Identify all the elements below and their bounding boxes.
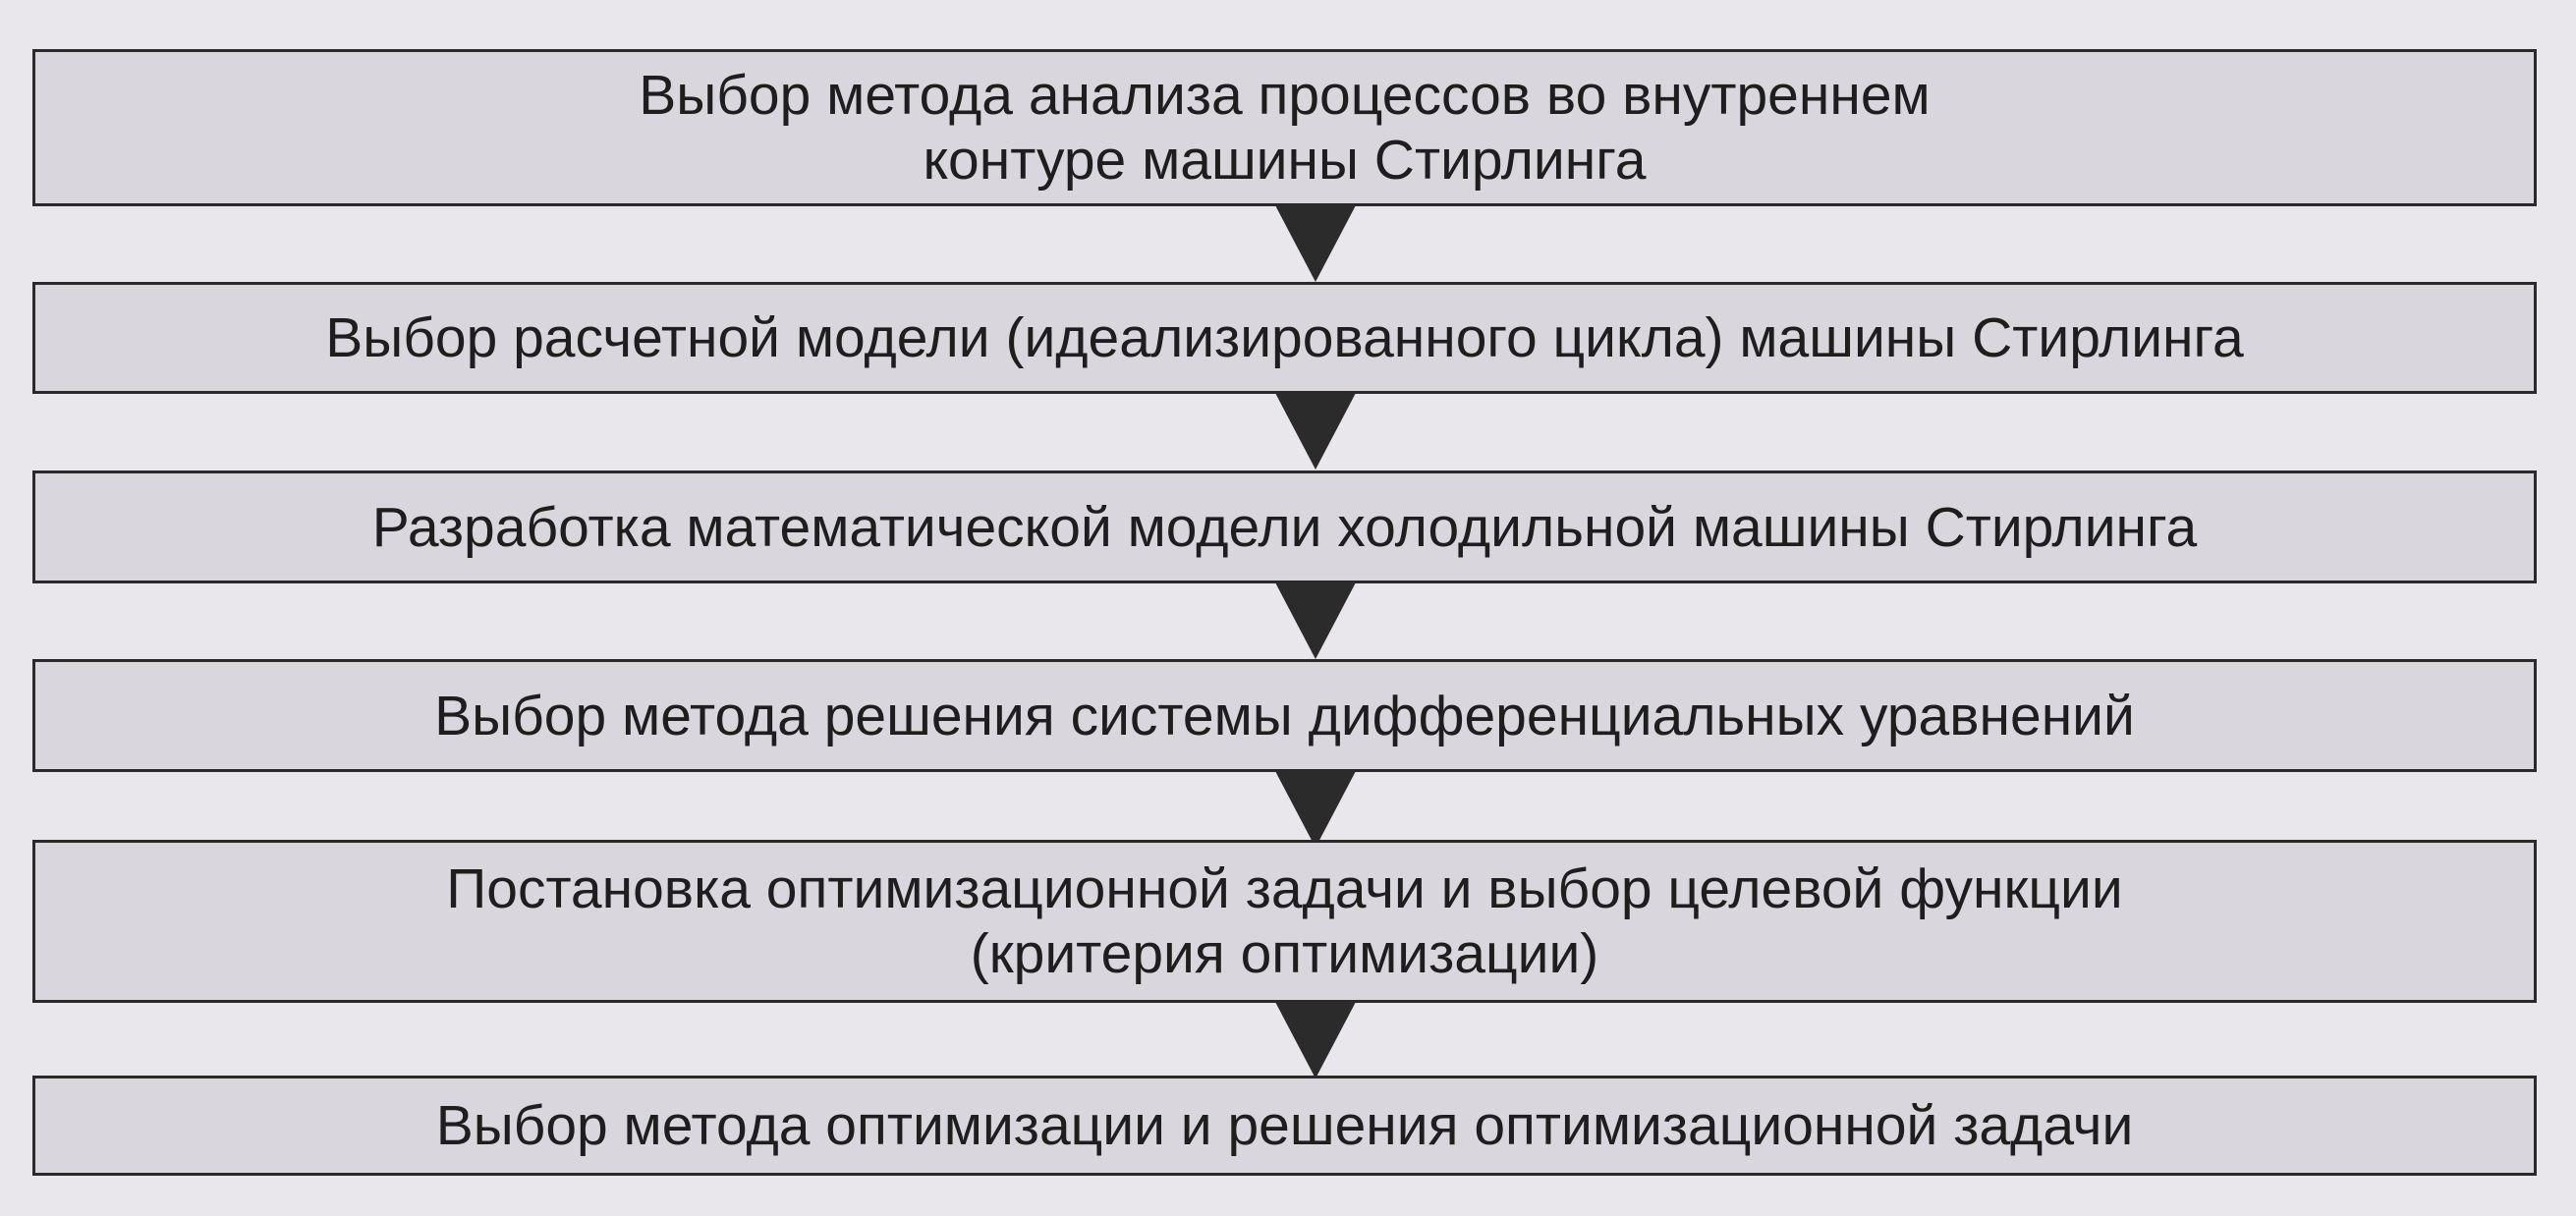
arrow-down-icon xyxy=(1275,393,1356,470)
arrow-down-icon xyxy=(1275,1002,1356,1078)
step-1-box: Выбор метода анализа процессов во внутре… xyxy=(32,49,2537,206)
arrow-down-icon xyxy=(1275,582,1356,659)
arrow-down-icon xyxy=(1275,771,1356,848)
step-2-box: Выбор расчетной модели (идеализированног… xyxy=(32,282,2537,394)
step-6-box: Выбор метода оптимизации и решения оптим… xyxy=(32,1076,2537,1176)
step-4-box: Выбор метода решения системы дифференциа… xyxy=(32,659,2537,772)
step-5-box: Постановка оптимизационной задачи и выбо… xyxy=(32,840,2537,1003)
step-3-box: Разработка математической модели холодил… xyxy=(32,470,2537,583)
arrow-down-icon xyxy=(1275,205,1356,282)
